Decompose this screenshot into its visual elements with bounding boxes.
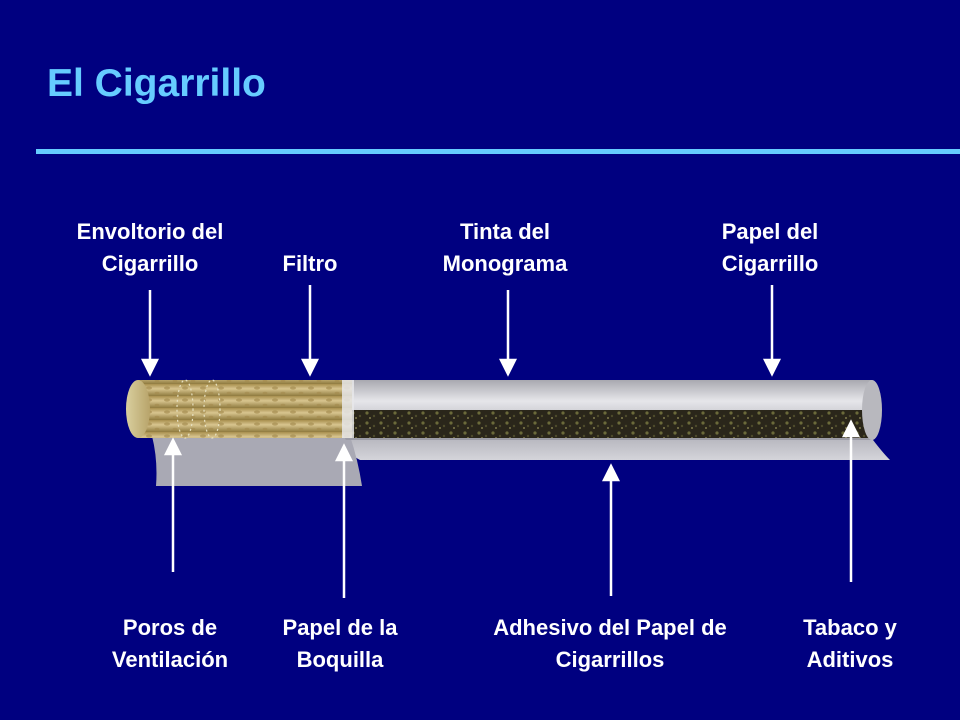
- arrow-filtro: [300, 358, 320, 377]
- label-envoltorio: Envoltorio del Cigarrillo: [76, 219, 224, 276]
- cigarette-end: [862, 380, 882, 440]
- arrow-papel-cigarrillo: [762, 358, 782, 377]
- arrow-envoltorio: [140, 358, 160, 377]
- slide-title: El Cigarrillo: [47, 62, 266, 105]
- tobacco: [350, 410, 872, 438]
- label-papel-boquilla: Papel de la Boquilla: [282, 615, 398, 672]
- filter-end: [126, 380, 150, 438]
- filter: [138, 380, 352, 438]
- label-tabaco: Tabaco y Aditivos: [803, 615, 897, 672]
- arrow-papel-boquilla: [334, 443, 354, 462]
- cigarette-paper-flap: [335, 436, 890, 460]
- arrow-poros: [163, 437, 183, 456]
- arrow-tabaco: [841, 419, 861, 438]
- arrow-tinta: [498, 358, 518, 377]
- ventilation-pores-ring-2: [203, 379, 221, 439]
- label-adhesivo: Adhesivo del Papel de Cigarrillos: [493, 615, 727, 672]
- label-poros: Poros de Ventilación: [111, 615, 229, 672]
- arrow-adhesivo: [601, 463, 621, 482]
- label-papel-cigarrillo: Papel del Cigarrillo: [721, 219, 819, 276]
- label-tinta: Tinta del Monograma: [442, 219, 568, 276]
- label-filtro: Filtro: [282, 251, 338, 276]
- filter-edge: [342, 380, 354, 438]
- ventilation-pores-ring-1: [176, 379, 194, 439]
- tipping-paper-flap: [152, 436, 362, 486]
- title-underline: [36, 149, 960, 154]
